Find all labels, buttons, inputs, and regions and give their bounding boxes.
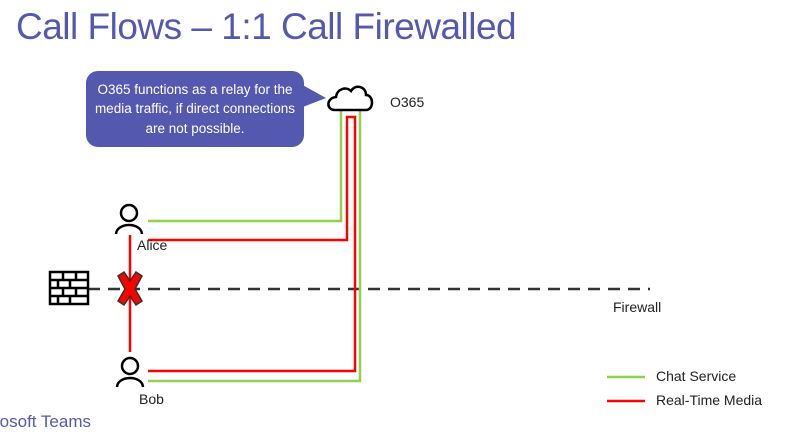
legend-label-chat: Chat Service: [656, 368, 737, 384]
footer-text: rosoft Teams: [0, 412, 92, 431]
bob-label: Bob: [139, 391, 164, 407]
slide-title: Call Flows – 1:1 Call Firewalled: [16, 6, 517, 47]
alice-label: Alice: [137, 237, 168, 253]
callout-bubble: O365 functions as a relay for the media …: [86, 71, 304, 147]
firewall-brick-icon: [48, 270, 90, 306]
cloud-icon: [327, 85, 374, 112]
blocked-x-icon: [116, 270, 144, 307]
bob-chat-line: [148, 110, 362, 383]
alice-chat-line: [148, 110, 343, 223]
cloud-label: O365: [390, 94, 425, 110]
legend-label-media: Real-Time Media: [656, 392, 763, 408]
alice-person-icon: [114, 203, 144, 235]
firewall-label: Firewall: [613, 299, 662, 315]
callout-text: O365 functions as a relay for the media …: [94, 81, 296, 136]
bob-person-icon: [115, 356, 145, 388]
relay-media-line: [148, 115, 357, 373]
